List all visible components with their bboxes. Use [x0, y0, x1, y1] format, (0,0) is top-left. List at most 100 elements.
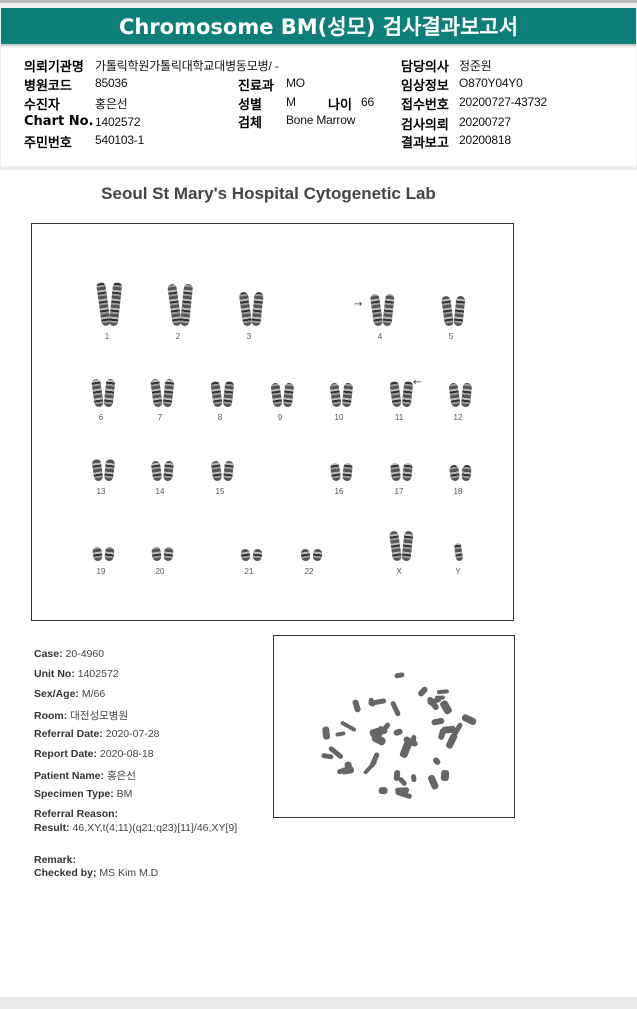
field-value: 1402572 [74, 668, 119, 680]
metaphase-chromosome [430, 717, 445, 726]
metaphase-chromosome [378, 787, 388, 795]
chromosome-21-image [240, 548, 251, 562]
chromosome-18-image [461, 464, 472, 482]
chromosome-14-image [150, 460, 163, 482]
chromosome-X-image [401, 530, 414, 562]
report-field: Referral Reason: [34, 808, 118, 820]
metaphase-chromosome [410, 774, 417, 783]
chart-label: Chart No. [24, 114, 94, 129]
report-field: Sex/Age: M/66 [34, 688, 105, 700]
metaphase-chromosome [410, 734, 417, 747]
chromosome-15-image [210, 460, 223, 482]
field-value: 20-4960 [62, 648, 105, 660]
translocation-arrow-icon: → [354, 299, 363, 310]
chromosome-7-image [150, 378, 163, 408]
field-label: Unit No: [34, 668, 75, 680]
metaphase-chromosome [393, 727, 404, 737]
chromosome-4-image [382, 293, 395, 327]
report-field: Checked by; MS Kim M.D [34, 867, 158, 879]
specimen-value: Bone Marrow [286, 113, 356, 127]
chromosome-7-image [162, 378, 175, 408]
chromosome-5-image [440, 295, 455, 327]
top-border [0, 0, 637, 3]
report-field: Unit No: 1402572 [34, 668, 119, 680]
institution-value: 가톨릭학원가톨릭대학교대병동모병/ - [95, 59, 279, 73]
chromosome-4-image [369, 293, 384, 327]
metaphase-chromosome [427, 773, 440, 790]
patient-value: 홍은선 [95, 97, 128, 111]
report-header: Chromosome BM(성모) 검사결과보고서 [1, 8, 636, 46]
chromosome-17-image [389, 462, 402, 482]
chromosome-10-image [341, 382, 354, 408]
chromosome-11-image [401, 380, 414, 408]
patient-info-panel: 의뢰기관명 가톨릭학원가톨릭대학교대병동모병/ - 담당의사 정준원 병원코드 … [1, 48, 636, 166]
report-field: Remark: [34, 854, 76, 866]
chromosome-20-image [163, 546, 174, 562]
chromosome-9-image [270, 382, 283, 408]
chromosome-6-image [103, 378, 116, 408]
field-value: 대전성모병원 [67, 710, 129, 722]
metaphase-chromosome [389, 700, 401, 717]
chromosome-label: 20 [155, 567, 165, 576]
chart-value: 1402572 [95, 115, 141, 129]
chromosome-20-image [151, 546, 162, 562]
doctor-label: 담당의사 [401, 60, 449, 75]
chromosome-label: X [396, 567, 402, 576]
request-value: 20200727 [459, 115, 511, 129]
field-label: Remark: [34, 854, 77, 866]
chromosome-22-image [312, 548, 323, 562]
report-field: Result: 46,XY,t(4;11)(q21;q23)[11]/46,XY… [34, 822, 237, 834]
chromosome-2-image [179, 283, 194, 327]
chromosome-label: 4 [377, 332, 383, 341]
metaphase-chromosome [321, 726, 330, 740]
doctor-value: 정준원 [459, 59, 492, 73]
result-report-value: 20200818 [459, 133, 511, 147]
chromosome-label: 12 [453, 413, 463, 422]
chromosome-15-image [222, 460, 235, 482]
chromosome-label: 7 [157, 413, 163, 422]
chromosome-17-image [402, 462, 413, 482]
metaphase-chromosome [394, 789, 413, 800]
metaphase-chromosome [417, 685, 430, 698]
field-label: Report Date: [34, 748, 98, 760]
field-value: BM [113, 788, 133, 800]
report-field: Referral Date: 2020-07-28 [34, 728, 160, 740]
chromosome-19-image [104, 546, 115, 562]
receipt-label: 접수번호 [401, 98, 449, 113]
metaphase-chromosome [368, 752, 381, 769]
chromosome-label: 11 [394, 413, 404, 422]
request-label: 검사의뢰 [401, 118, 449, 133]
metaphase-chromosome [351, 698, 362, 713]
chromosome-label: 3 [246, 332, 252, 341]
chromosome-Y-image [453, 542, 464, 562]
age-value: 66 [361, 95, 374, 109]
patient-label: 수진자 [24, 98, 60, 113]
field-label: Referral Date: [34, 728, 103, 740]
field-value: 2020-07-28 [102, 728, 160, 740]
chromosome-label: 18 [453, 487, 463, 496]
chromosome-8-image [210, 380, 223, 408]
chromosome-label: 1 [104, 332, 110, 341]
metaphase-chromosome [394, 671, 405, 678]
chromosome-label: 15 [215, 487, 225, 496]
chromosome-label: 2 [175, 332, 181, 341]
hospital-code-label: 병원코드 [24, 79, 72, 94]
chromosome-18-image [448, 464, 461, 482]
field-value: 46,XY,t(4;11)(q21;q23)[11]/46,XY[9] [69, 822, 238, 834]
age-label: 나이 [328, 98, 352, 113]
karyotype-report: Seoul St Mary's Hospital Cytogenetic Lab… [0, 170, 637, 997]
chromosome-12-image [460, 382, 473, 408]
chromosome-label: 13 [96, 487, 106, 496]
institution-label: 의뢰기관명 [24, 60, 84, 75]
resident-value: 540103-1 [95, 133, 145, 147]
chromosome-13-image [91, 458, 104, 482]
metaphase-chromosome [437, 688, 450, 695]
resident-label: 주민번호 [24, 136, 72, 151]
chromosome-22-image [300, 548, 311, 562]
chromosome-label: 6 [98, 413, 104, 422]
field-label: Specimen Type: [34, 788, 114, 800]
metaphase-chromosome [432, 755, 442, 766]
field-label: Room: [34, 710, 68, 722]
result-report-label: 결과보고 [401, 136, 449, 151]
